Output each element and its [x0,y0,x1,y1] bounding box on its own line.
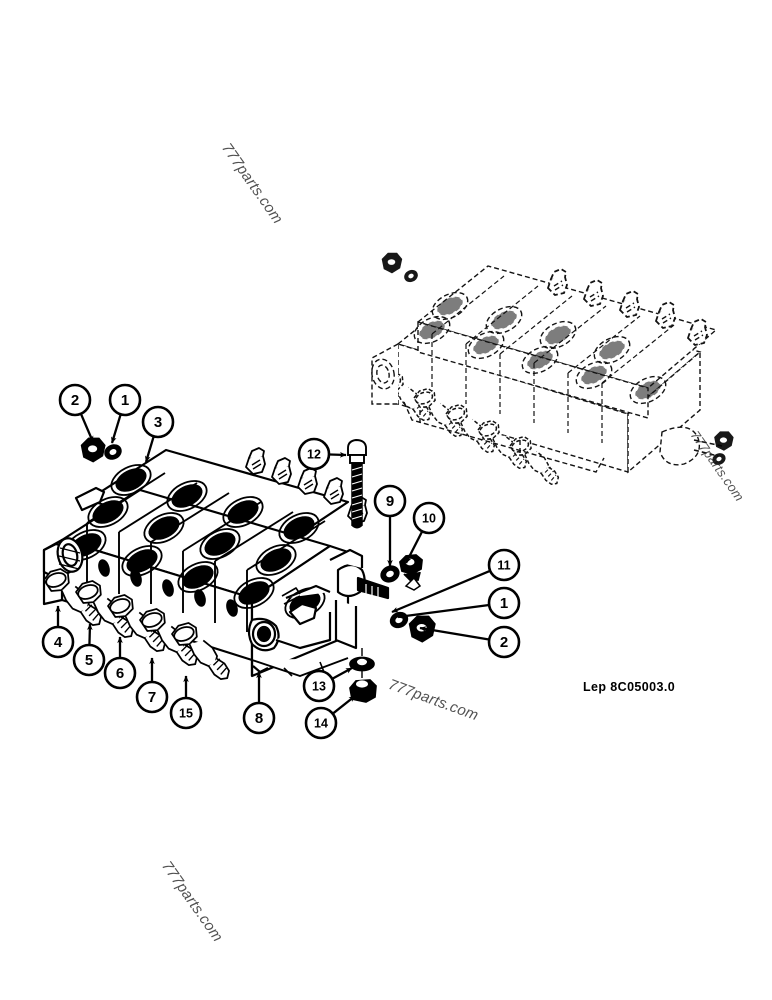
callout-5[interactable]: 5 [72,623,106,677]
callout-11[interactable]: 11 [391,548,521,614]
callout-number: 2 [71,392,79,409]
callout-8[interactable]: 8 [242,671,276,735]
callout-14[interactable]: 14 [304,695,356,740]
callout-leader [391,570,490,614]
callout-number: 3 [154,414,162,431]
loose-part-cap-screw [347,439,367,529]
callout-number: 5 [85,652,93,669]
callout-bubble[interactable] [487,586,521,620]
callout-bubble[interactable] [487,548,521,582]
reference-loose-washer [402,267,420,285]
callout-leader [332,695,356,714]
callout-bubble[interactable] [297,437,331,471]
figure-caption: Lep 8C05003.0 [583,680,676,694]
callout-bubble[interactable] [141,405,175,439]
callout-1[interactable]: 1 [397,586,521,620]
callout-6[interactable]: 6 [103,636,137,690]
callout-2[interactable]: 2 [58,383,95,443]
callout-1[interactable]: 1 [108,383,142,444]
callout-number: 14 [314,717,328,731]
callout-bubble[interactable] [487,625,521,659]
callout-number: 13 [312,680,326,694]
callout-3[interactable]: 3 [141,405,175,463]
callout-leader [80,414,95,443]
callout-leader [110,414,122,444]
callout-number: 8 [255,710,263,727]
callout-bubble[interactable] [103,656,137,690]
loose-part-nut-14 [349,671,377,703]
callout-number: 1 [121,392,129,409]
callout-12[interactable]: 12 [297,437,347,471]
reference-loose-nut [381,252,403,274]
callout-number: 2 [500,634,508,651]
callout-number: 7 [148,689,156,706]
callout-bubble[interactable] [72,643,106,677]
callout-number: 10 [422,512,436,526]
valve-outlet-boss [247,617,280,652]
valve-face-recess [98,559,238,617]
callout-bubble[interactable] [169,696,203,730]
callout-leader [404,531,423,564]
callout-bubble[interactable] [373,484,407,518]
callout-number: 1 [500,595,508,612]
callout-bubble[interactable] [58,383,92,417]
callout-leader [87,623,93,645]
callout-number: 12 [307,448,321,462]
callout-bubble[interactable] [412,501,446,535]
callout-9[interactable]: 9 [373,484,407,567]
valve-inlet-flange [42,537,84,606]
reference-loose-nut-right [714,431,734,451]
callout-leader [144,436,155,463]
callout-bubble[interactable] [304,706,338,740]
callout-leader [419,626,489,641]
callout-7[interactable]: 7 [135,657,169,714]
callout-number: 6 [116,665,124,682]
callout-leader [329,452,347,458]
callout-13[interactable]: 13 [302,666,353,703]
loose-part-plug-10 [399,554,423,591]
loose-part-washer-13 [349,648,375,672]
callout-15[interactable]: 15 [169,675,203,730]
callout-number: 15 [179,707,193,721]
callout-bubble[interactable] [135,680,169,714]
callout-bubble[interactable] [108,383,142,417]
main-valve-assembly [42,446,390,681]
callout-2[interactable]: 2 [419,625,521,659]
callout-4[interactable]: 4 [41,605,75,659]
loose-part-nut-upper [80,437,106,463]
valve-side-pin [336,563,390,600]
callout-bubble[interactable] [302,669,336,703]
callout-leader [397,603,489,619]
callout-bubble[interactable] [242,701,276,735]
callout-number: 11 [497,559,510,573]
reference-valve-assembly [371,265,723,485]
callout-number: 9 [386,493,394,510]
loose-part-washer-right [387,608,411,632]
callout-10[interactable]: 10 [404,501,446,564]
reference-loose-washer-right [710,451,728,467]
callout-bubble[interactable] [41,625,75,659]
callout-leader [332,666,353,680]
callout-number: 4 [54,634,63,651]
